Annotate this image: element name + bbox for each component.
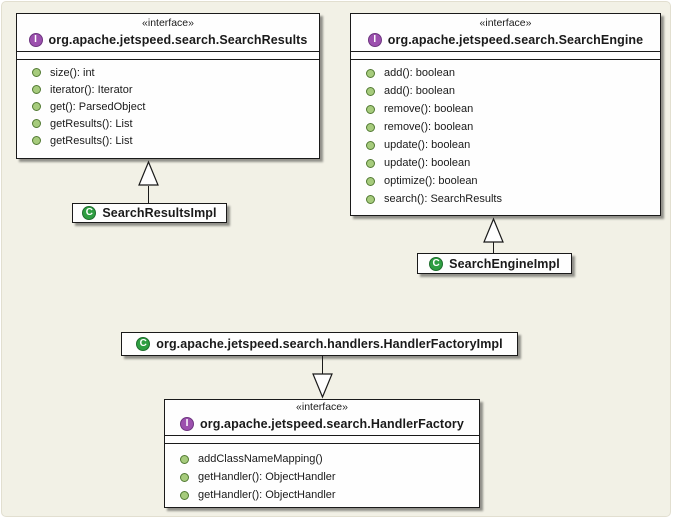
generalization-arrowhead-searchengine — [483, 217, 504, 243]
fields-compartment-empty — [165, 436, 479, 444]
title-row: I org.apache.jetspeed.search.SearchEngin… — [367, 30, 644, 49]
public-method-icon — [366, 158, 375, 168]
class-box-search-engine-impl[interactable]: C SearchEngineImpl — [417, 253, 572, 274]
method-item: getResults(): List — [17, 115, 319, 132]
public-method-icon — [366, 86, 375, 96]
interface-icon: I — [28, 32, 43, 47]
public-method-icon — [32, 136, 41, 145]
method-label: iterator(): Iterator — [50, 83, 133, 96]
method-label: addClassNameMapping() — [198, 453, 323, 465]
method-item: add(): boolean — [351, 64, 660, 82]
method-item: update(): boolean — [351, 154, 660, 172]
method-item: getResults(): List — [17, 132, 319, 149]
class-box-handler-factory-impl[interactable]: C org.apache.jetspeed.search.handlers.Ha… — [121, 332, 518, 356]
method-label: add(): boolean — [384, 67, 455, 79]
generalization-edge-handlerfactory — [322, 356, 323, 374]
stereotype-label: «interface» — [296, 401, 348, 413]
public-method-icon — [180, 472, 189, 482]
stereotype-label: «interface» — [479, 17, 532, 29]
class-box-search-results-impl[interactable]: C SearchResultsImpl — [72, 203, 227, 223]
method-label: update(): boolean — [384, 139, 471, 151]
fields-compartment-empty — [351, 52, 660, 60]
methods-compartment: size(): int iterator(): Iterator get(): … — [17, 60, 319, 149]
method-label: search(): SearchResults — [384, 193, 502, 205]
interface-header: «interface» I org.apache.jetspeed.search… — [17, 14, 319, 52]
generalization-arrowhead-searchresults — [138, 160, 159, 186]
method-label: getResults(): List — [50, 117, 133, 130]
public-method-icon — [366, 68, 375, 78]
method-item: remove(): boolean — [351, 118, 660, 136]
method-label: optimize(): boolean — [384, 175, 478, 187]
class-title: SearchEngineImpl — [449, 256, 560, 271]
interface-icon: I — [180, 416, 195, 431]
class-title: SearchResultsImpl — [102, 206, 217, 220]
method-item: remove(): boolean — [351, 100, 660, 118]
method-label: getHandler(): ObjectHandler — [198, 471, 336, 483]
interface-icon: I — [367, 32, 382, 47]
generalization-arrowhead-handlerfactory — [312, 373, 333, 399]
method-label: remove(): boolean — [384, 121, 474, 133]
class-icon: C — [82, 206, 97, 220]
method-label: get(): ParsedObject — [50, 100, 146, 113]
interface-header: «interface» I org.apache.jetspeed.search… — [351, 14, 660, 52]
methods-compartment: add(): boolean add(): boolean remove(): … — [351, 60, 660, 208]
public-method-icon — [366, 140, 375, 150]
interface-header: «interface» I org.apache.jetspeed.search… — [165, 400, 479, 436]
public-method-icon — [32, 68, 41, 77]
method-item: optimize(): boolean — [351, 172, 660, 190]
method-item: size(): int — [17, 64, 319, 81]
class-icon: C — [429, 256, 444, 271]
fields-compartment-empty — [17, 52, 319, 60]
method-item: getHandler(): ObjectHandler — [165, 468, 479, 486]
public-method-icon — [366, 194, 375, 204]
interface-title: org.apache.jetspeed.search.SearchResults — [48, 32, 308, 47]
class-icon: C — [136, 337, 151, 351]
method-item: getHandler(): ObjectHandler — [165, 486, 479, 504]
method-item: addClassNameMapping() — [165, 450, 479, 468]
method-label: getResults(): List — [50, 134, 133, 147]
interface-title: org.apache.jetspeed.search.SearchEngine — [387, 32, 644, 47]
generalization-edge-searchresults — [148, 186, 149, 203]
method-item: add(): boolean — [351, 82, 660, 100]
method-item: get(): ParsedObject — [17, 98, 319, 115]
title-row: I org.apache.jetspeed.search.SearchResul… — [28, 30, 308, 49]
public-method-icon — [180, 490, 189, 500]
method-label: getHandler(): ObjectHandler — [198, 489, 336, 501]
methods-compartment: addClassNameMapping() getHandler(): Obje… — [165, 444, 479, 504]
stereotype-label: «interface» — [142, 17, 194, 29]
method-item: update(): boolean — [351, 136, 660, 154]
interface-title: org.apache.jetspeed.search.HandlerFactor… — [200, 416, 464, 431]
title-row: I org.apache.jetspeed.search.HandlerFact… — [180, 414, 464, 433]
generalization-edge-searchengine — [493, 242, 494, 253]
public-method-icon — [366, 176, 375, 186]
method-label: remove(): boolean — [384, 103, 474, 115]
interface-box-search-results[interactable]: «interface» I org.apache.jetspeed.search… — [16, 13, 320, 159]
method-item: search(): SearchResults — [351, 190, 660, 208]
method-label: add(): boolean — [384, 85, 455, 97]
class-title: org.apache.jetspeed.search.handlers.Hand… — [156, 337, 503, 351]
interface-box-handler-factory[interactable]: «interface» I org.apache.jetspeed.search… — [164, 399, 480, 508]
public-method-icon — [32, 85, 41, 94]
method-label: size(): int — [50, 66, 95, 79]
public-method-icon — [180, 454, 189, 464]
interface-box-search-engine[interactable]: «interface» I org.apache.jetspeed.search… — [350, 13, 661, 216]
public-method-icon — [32, 102, 41, 111]
public-method-icon — [366, 122, 375, 132]
method-label: update(): boolean — [384, 157, 471, 169]
method-item: iterator(): Iterator — [17, 81, 319, 98]
public-method-icon — [32, 119, 41, 128]
public-method-icon — [366, 104, 375, 114]
